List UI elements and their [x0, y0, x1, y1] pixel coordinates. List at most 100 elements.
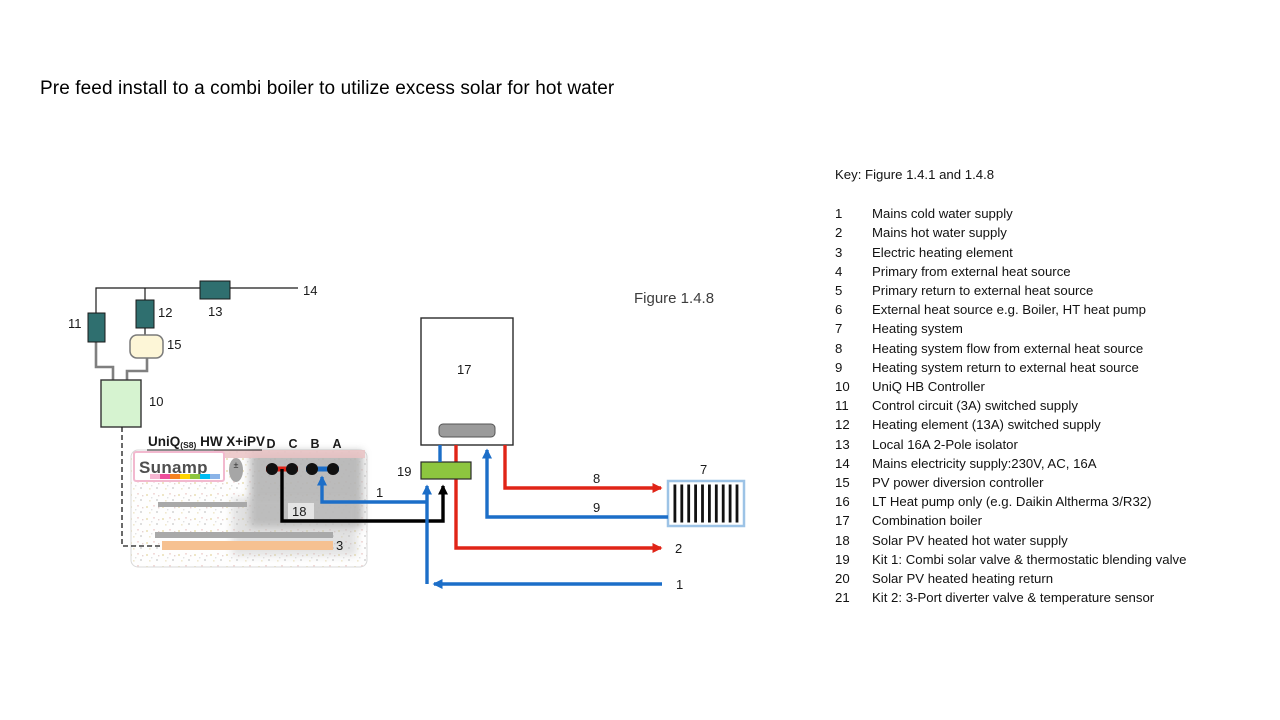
key-item-number: 14 — [835, 455, 850, 471]
key-item-text: Kit 1: Combi solar valve & thermostatic … — [872, 551, 1187, 567]
callout-heating-system: 7 — [700, 462, 707, 477]
key-item: 17 Combination boiler — [835, 511, 1197, 530]
key-item-number: 16 — [835, 494, 850, 510]
isolator-16a — [199, 280, 231, 300]
key-item: 2 Mains hot water supply — [835, 223, 1197, 242]
pipe-mains-cold-to-sunamp — [316, 475, 427, 504]
key-item-text: Solar PV heated heating return — [872, 571, 1054, 587]
sunamp-logo-box — [133, 451, 225, 482]
key-item-number: 17 — [835, 513, 850, 529]
key-item-text: Control circuit (3A) switched supply — [872, 398, 1078, 414]
key-item: 15 PV power diversion controller — [835, 473, 1197, 492]
key-item-text: LT Heat pump only (e.g. Daikin Altherma … — [872, 494, 1152, 510]
key-item-number: 13 — [835, 436, 850, 452]
callout-mains-electricity: 14 — [303, 283, 317, 298]
key-item-text: Combination boiler — [872, 513, 982, 529]
unit-top-trim — [214, 450, 365, 458]
key-item-number: 18 — [835, 532, 850, 548]
switched-supply-3a — [87, 312, 106, 343]
key-item-number: 5 — [835, 283, 843, 299]
terminal-label-d: D — [266, 437, 275, 451]
terminal-label-c: C — [288, 437, 297, 451]
callout-hb-controller: 10 — [149, 394, 163, 409]
mains-supply-wire — [95, 287, 298, 313]
pv-diversion-controller — [129, 334, 164, 359]
key-item-text: External heat source e.g. Boiler, HT hea… — [872, 302, 1146, 318]
unit-pipe-bar-lower — [155, 532, 333, 538]
label-halo — [288, 503, 314, 519]
key-item: 20 Solar PV heated heating return — [835, 569, 1197, 588]
key-item-number: 11 — [835, 398, 849, 414]
callout-heating-flow: 8 — [593, 471, 600, 486]
hb-controller — [100, 379, 142, 428]
key-item-text: PV power diversion controller — [872, 475, 1044, 491]
key-item: 11 Control circuit (3A) switched supply — [835, 396, 1197, 415]
key-item-text: Mains cold water supply — [872, 206, 1013, 222]
port-a — [327, 463, 339, 475]
port-b — [306, 463, 318, 475]
key-item: 7 Heating system — [835, 319, 1197, 338]
key-item-text: Heating system flow from external heat s… — [872, 340, 1144, 356]
port-d — [266, 463, 278, 475]
key-item: 5 Primary return to external heat source — [835, 281, 1197, 300]
electric-heating-element-bar — [162, 541, 333, 550]
unit-badge — [229, 458, 243, 482]
key-item-text: Electric heating element — [872, 244, 1013, 260]
callout-kit1-valve: 19 — [397, 464, 411, 479]
pipe-heating-return — [481, 448, 668, 519]
callout-isolator: 13 — [208, 304, 222, 319]
plus-minus-mark: ± — [234, 460, 239, 470]
port-c — [286, 463, 298, 475]
key-item-text: Mains hot water supply — [872, 225, 1007, 241]
key-item-text: Heating element (13A) switched supply — [872, 417, 1101, 433]
unit-pipe-bar-upper — [158, 502, 247, 507]
key-item-text: Heating system — [872, 321, 963, 337]
terminal-label-a: A — [332, 437, 341, 451]
key-item-number: 20 — [835, 571, 850, 587]
controller-element-dashed-wire — [121, 427, 162, 547]
wire-pv-to-controller — [125, 357, 149, 381]
callout-control-circuit: 11 — [68, 316, 82, 331]
callout-heating-element-supply: 12 — [158, 305, 172, 320]
callout-combi-boiler: 17 — [457, 362, 471, 377]
wire-3a-to-controller — [94, 342, 115, 381]
boiler-display-panel — [438, 423, 496, 438]
key-item-number: 2 — [835, 225, 843, 241]
page-title: Pre feed install to a combi boiler to ut… — [40, 78, 615, 99]
sunamp-logo-color-strip — [150, 474, 220, 479]
key-item-text: Mains electricity supply:230V, AC, 16A — [872, 455, 1097, 471]
figure-label: Figure 1.4.8 — [634, 290, 715, 307]
callout-heating-return: 9 — [593, 500, 600, 515]
callout-mains-hot: 2 — [675, 541, 682, 556]
key-item-number: 7 — [835, 321, 843, 337]
key-item: 16 LT Heat pump only (e.g. Daikin Altherm… — [835, 492, 1197, 511]
unit-model-label: UniQ(S8) HW X+iPV — [148, 434, 265, 450]
key-item-text: UniQ HB Controller — [872, 379, 985, 395]
callout-heating-element: 3 — [336, 538, 343, 553]
callout-pv-diversion: 15 — [167, 337, 181, 352]
key-item-number: 9 — [835, 359, 843, 375]
key-item-number: 15 — [835, 475, 850, 491]
key-item: 14 Mains electricity supply:230V, AC, 16A — [835, 454, 1197, 473]
key-item-text: Primary return to external heat source — [872, 283, 1094, 299]
callout-solar-hw-supply: 18 — [292, 504, 306, 519]
key-heading: Key: Figure 1.4.1 and 1.4.8 — [835, 167, 995, 182]
schematic-diagram: Sunamp ± UniQ(S8) HW X+iPV D C B A 3 — [68, 280, 746, 592]
key-item-number: 12 — [835, 417, 850, 433]
combi-solar-valve-kit — [420, 461, 472, 480]
key-item-number: 4 — [835, 263, 843, 279]
